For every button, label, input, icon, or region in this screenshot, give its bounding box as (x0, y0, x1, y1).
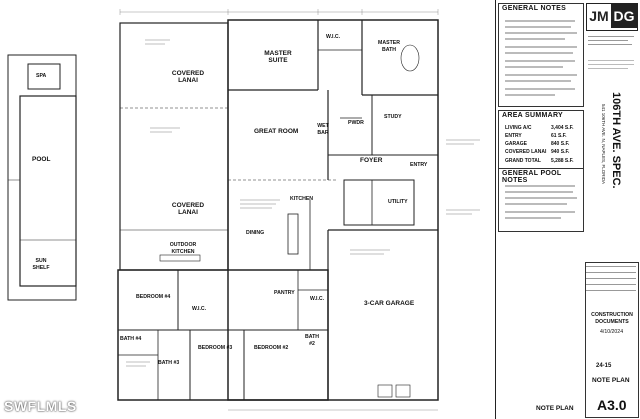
room-label-wic-master: W.I.C. (326, 34, 341, 40)
room-label-dining: DINING (246, 230, 265, 236)
room-label-bedroom-2: BEDROOM #2 (254, 345, 289, 351)
room-label-pool: POOL (32, 156, 51, 163)
sheet-number: A3.0 (597, 397, 627, 413)
room-label-wic-hall: W.I.C. (310, 296, 325, 302)
general-pool-notes-title: GENERAL POOL NOTES (502, 170, 562, 184)
project-title: 106TH AVE. SPEC. (610, 92, 622, 189)
general-pool-notes-box: GENERAL POOL NOTES (498, 168, 584, 232)
room-label-entry: ENTRY (410, 162, 428, 168)
room-label-bedroom-3: BEDROOM #3 (198, 345, 233, 351)
area-summary-title: AREA SUMMARY (502, 112, 564, 119)
project-address: 541 106TH AVE. N, NAPLES, FLORIDA (601, 104, 606, 184)
floor-plan-drawing (7, 9, 480, 411)
room-label-wic-bedroom-4: W.I.C. (192, 306, 207, 312)
room-label-outdoor-kitchen: OUTDOOR KITCHEN (169, 242, 197, 255)
project-title-vertical: 106TH AVE. SPEC. 541 106TH AVE. N, NAPLE… (592, 92, 632, 212)
room-label-foyer: FOYER (360, 157, 383, 164)
area-row-lanai-label: COVERED LANAI (505, 149, 547, 155)
room-label-master-bath: MASTER BATH (378, 40, 400, 53)
room-label-bath-3: BATH #3 (158, 360, 180, 366)
room-label-covered-lanai-mid: COVERED LANAI (171, 202, 205, 216)
area-row-living-value: 3,404 S.F. (551, 125, 574, 131)
mls-watermark: SWFLMLS (4, 398, 77, 414)
area-row-entry-label: ENTRY (505, 133, 522, 139)
area-summary-box: AREA SUMMARY LIVING A/C 3,404 S.F. ENTRY… (498, 110, 584, 170)
room-label-covered-lanai-top: COVERED LANAI (171, 70, 205, 84)
room-label-kitchen: KITCHEN (290, 196, 314, 202)
room-label-pwdr: PWDR (348, 120, 364, 126)
room-label-wet-bar: WET BAR (317, 123, 329, 136)
room-label-bedroom-4: BEDROOM #4 (136, 294, 171, 300)
title-block (585, 262, 639, 418)
room-label-sun-shelf: SUN SHELF (32, 258, 50, 271)
project-number: 24-15 (596, 363, 612, 369)
area-row-total-value: 5,288 S.F. (551, 158, 574, 164)
room-label-great-room: GREAT ROOM (254, 128, 299, 135)
pool-outline (19, 95, 77, 287)
area-row-entry-value: 61 S.F. (551, 133, 567, 139)
room-label-spa: SPA (36, 73, 47, 79)
house-outline (227, 19, 439, 401)
sheet-title: NOTE PLAN (592, 377, 630, 384)
issue-date: 4/10/2024 (600, 329, 624, 335)
firm-logo: JM DG (586, 3, 638, 31)
area-row-living-label: LIVING A/C (505, 125, 532, 131)
lanai-outline (119, 22, 229, 271)
area-row-garage-label: GARAGE (505, 141, 527, 147)
title-block-sidebar (495, 0, 640, 419)
area-row-garage-value: 840 S.F. (551, 141, 570, 147)
room-label-pantry: PANTRY (274, 290, 295, 296)
room-label-study: STUDY (384, 114, 402, 120)
spa-outline (27, 63, 61, 90)
room-label-master-suite: MASTER SUITE (264, 50, 292, 64)
bedroom-wing-outline (117, 269, 329, 401)
room-label-bath-2: BATH #2 (305, 334, 320, 347)
room-label-bath-4: BATH #4 (120, 336, 142, 342)
room-label-garage: 3-CAR GARAGE (364, 300, 415, 307)
general-notes-box: GENERAL NOTES (498, 3, 584, 107)
plan-title: NOTE PLAN (536, 405, 574, 412)
logo-right-text: DG (611, 4, 637, 28)
logo-left-text: JM (587, 4, 611, 28)
room-label-utility: UTILITY (388, 199, 408, 205)
construction-documents-label: CONSTRUCTION DOCUMENTS (591, 312, 633, 325)
area-row-lanai-value: 940 S.F. (551, 149, 570, 155)
general-notes-title: GENERAL NOTES (502, 5, 567, 12)
area-row-total-label: GRAND TOTAL (505, 158, 541, 164)
